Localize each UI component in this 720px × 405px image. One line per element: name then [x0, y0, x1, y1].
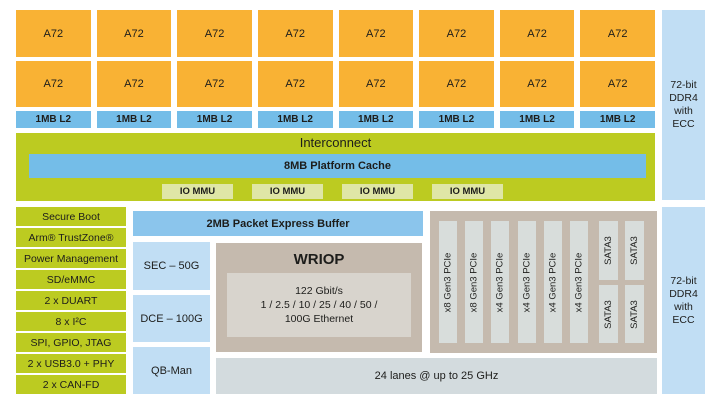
sata-port: SATA3 — [625, 285, 644, 343]
cpu-core-a72: A72 — [580, 61, 655, 107]
cpu-core-a72: A72 — [499, 10, 575, 57]
pcie-lane: x8 Gen3 PCIe — [439, 221, 457, 343]
io-mmu: IO MMU — [432, 184, 503, 199]
l2-cache: 1MB L2 — [499, 111, 575, 128]
peripheral-power-management: Power Management — [16, 249, 126, 268]
cpu-core-a72: A72 — [257, 61, 333, 107]
ddr4-controller-bottom: 72-bit DDR4 with ECC — [662, 207, 705, 394]
cpu-core-a72: A72 — [338, 61, 414, 107]
sata-port: SATA3 — [625, 221, 644, 280]
cpu-core-a72: A72 — [419, 10, 494, 57]
peripheral-i2c: 8 x I²C — [16, 312, 126, 331]
cpu-core-a72: A72 — [177, 10, 252, 57]
peripheral-can-fd: 2 x CAN-FD — [16, 375, 126, 394]
cpu-core-a72: A72 — [257, 10, 333, 57]
cpu-core-a72: A72 — [580, 10, 655, 57]
l2-cache: 1MB L2 — [257, 111, 333, 128]
cpu-core-a72: A72 — [16, 10, 91, 57]
peripheral-spi-gpio-jtag: SPI, GPIO, JTAG — [16, 333, 126, 352]
wriop-speeds: 1 / 2.5 / 10 / 25 / 40 / 50 / — [260, 299, 378, 311]
wriop-block: WRIOP 122 Gbit/s 1 / 2.5 / 10 / 25 / 40 … — [216, 243, 422, 352]
wriop-ethernet: 100G Ethernet — [284, 313, 354, 325]
interconnect-title: Interconnect — [299, 135, 372, 150]
qbman-block: QB-Man — [133, 347, 210, 394]
peripheral-sd-emmc: SD/eMMC — [16, 270, 126, 289]
l2-cache: 1MB L2 — [96, 111, 172, 128]
pcie-lane: x4 Gen3 PCIe — [570, 221, 588, 343]
cpu-core-row-1: A72 A72 A72 A72 A72 A72 A72 A72 — [16, 10, 655, 57]
peripheral-usb3: 2 x USB3.0 + PHY — [16, 354, 126, 373]
cpu-core-a72: A72 — [177, 61, 252, 107]
ddr4-controller-top: 72-bit DDR4 with ECC — [662, 10, 705, 200]
interconnect-block: Interconnect 8MB Platform Cache IO MMU I… — [16, 133, 655, 201]
l2-cache: 1MB L2 — [580, 111, 655, 128]
peripheral-secure-boot: Secure Boot — [16, 207, 126, 226]
serdes-block: x8 Gen3 PCIe x8 Gen3 PCIe x4 Gen3 PCIe x… — [430, 211, 657, 353]
pcie-lane: x8 Gen3 PCIe — [465, 221, 483, 343]
pcie-lane: x4 Gen3 PCIe — [544, 221, 562, 343]
io-mmu: IO MMU — [162, 184, 233, 199]
l2-cache: 1MB L2 — [16, 111, 91, 128]
platform-cache: 8MB Platform Cache — [29, 154, 646, 178]
cpu-core-row-2: A72 A72 A72 A72 A72 A72 A72 A72 — [16, 61, 655, 107]
l2-cache: 1MB L2 — [177, 111, 252, 128]
io-mmu: IO MMU — [252, 184, 323, 199]
cpu-core-a72: A72 — [419, 61, 494, 107]
wriop-title: WRIOP — [293, 251, 345, 268]
sata-port: SATA3 — [599, 285, 618, 343]
wriop-ethernet-detail: 122 Gbit/s 1 / 2.5 / 10 / 25 / 40 / 50 /… — [227, 273, 411, 337]
dce-accelerator: DCE – 100G — [133, 295, 210, 342]
io-mmu-row: IO MMU IO MMU IO MMU IO MMU — [162, 184, 503, 199]
serdes-lanes-bar: 24 lanes @ up to 25 GHz — [216, 358, 657, 394]
l2-cache-row: 1MB L2 1MB L2 1MB L2 1MB L2 1MB L2 1MB L… — [16, 111, 655, 128]
peripheral-arm-trustzone: Arm® TrustZone® — [16, 228, 126, 247]
pcie-lane: x4 Gen3 PCIe — [518, 221, 536, 343]
sec-accelerator: SEC – 50G — [133, 242, 210, 290]
cpu-core-a72: A72 — [499, 61, 575, 107]
sata-port: SATA3 — [599, 221, 618, 280]
peripheral-duart: 2 x DUART — [16, 291, 126, 310]
cpu-core-a72: A72 — [96, 61, 172, 107]
l2-cache: 1MB L2 — [338, 111, 414, 128]
pcie-lane: x4 Gen3 PCIe — [491, 221, 509, 343]
io-mmu: IO MMU — [342, 184, 413, 199]
cpu-core-a72: A72 — [96, 10, 172, 57]
cpu-core-a72: A72 — [16, 61, 91, 107]
peripheral-column: Secure Boot Arm® TrustZone® Power Manage… — [16, 207, 126, 394]
l2-cache: 1MB L2 — [419, 111, 494, 128]
packet-express-buffer: 2MB Packet Express Buffer — [133, 211, 423, 236]
wriop-throughput: 122 Gbit/s — [295, 285, 343, 297]
cpu-core-a72: A72 — [338, 10, 414, 57]
